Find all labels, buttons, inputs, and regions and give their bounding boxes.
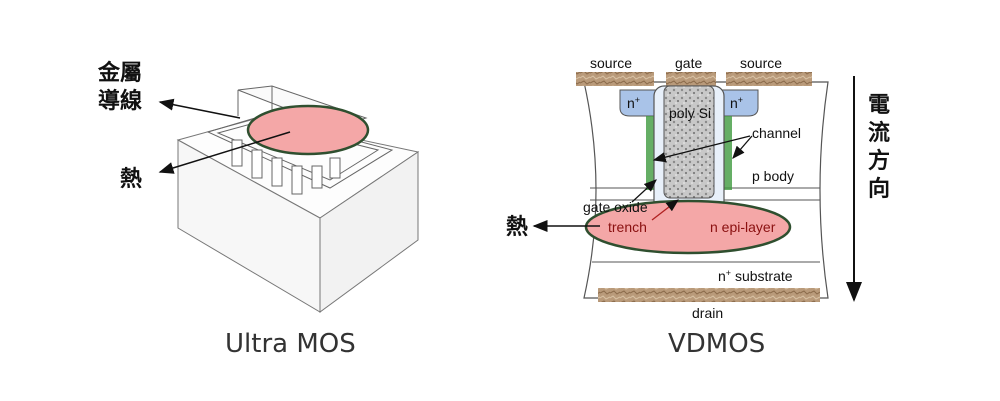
- channel-left: [646, 116, 654, 190]
- ultramos-heat-label: 熱: [120, 166, 142, 192]
- gate-oxide-arrow: [631, 179, 657, 203]
- metal-wire-arrow: [158, 98, 241, 119]
- metal-wire-label-line1: 金屬: [97, 60, 142, 86]
- gate-oxide-label: gate oxide: [583, 199, 648, 215]
- n-plus-right-region: [721, 89, 759, 117]
- drain-label: drain: [692, 305, 723, 321]
- n-substrate-label: n+ substrate: [718, 268, 793, 284]
- ultramos-heat-zone: [246, 104, 370, 156]
- current-direction-char-3: 方: [868, 148, 890, 174]
- source-left-metal: [576, 72, 654, 86]
- vdmos-heat-zone: [584, 199, 792, 255]
- poly-si-label: poly Si: [669, 105, 711, 121]
- current-direction-label: 電 流 方 向: [868, 93, 890, 202]
- source-right-metal: [726, 72, 812, 86]
- n-plus-right-label: n+: [730, 95, 743, 111]
- poly-si-region: [663, 85, 715, 199]
- trench-arrow: [651, 199, 680, 221]
- gate-metal: [666, 72, 716, 86]
- channel-label: channel: [752, 125, 801, 141]
- source-right-label: source: [740, 55, 782, 71]
- ultramos-caption: Ultra MOS: [225, 329, 356, 359]
- source-left-label: source: [590, 55, 632, 71]
- current-direction-char-4: 向: [868, 176, 890, 202]
- channel-arrow-left: [652, 135, 751, 163]
- p-body-label: p body: [752, 168, 794, 184]
- channel-arrow-right: [732, 135, 753, 159]
- n-epi-label: n epi-layer: [710, 219, 776, 235]
- metal-wire-label-line2: 導線: [98, 88, 142, 114]
- current-direction-char-1: 電: [868, 93, 890, 118]
- vdmos-caption: VDMOS: [668, 329, 765, 359]
- n-plus-left-label: n+: [627, 95, 640, 111]
- gate-label: gate: [675, 55, 702, 71]
- channel-right: [724, 116, 732, 190]
- ultramos-pillars: [231, 139, 341, 195]
- trench-label: trench: [608, 219, 647, 235]
- drain-metal: [598, 288, 820, 302]
- current-direction-char-2: 流: [868, 120, 890, 146]
- vdmos-heat-label: 熱: [506, 214, 528, 240]
- ultramos-heat-arrow: [158, 131, 291, 174]
